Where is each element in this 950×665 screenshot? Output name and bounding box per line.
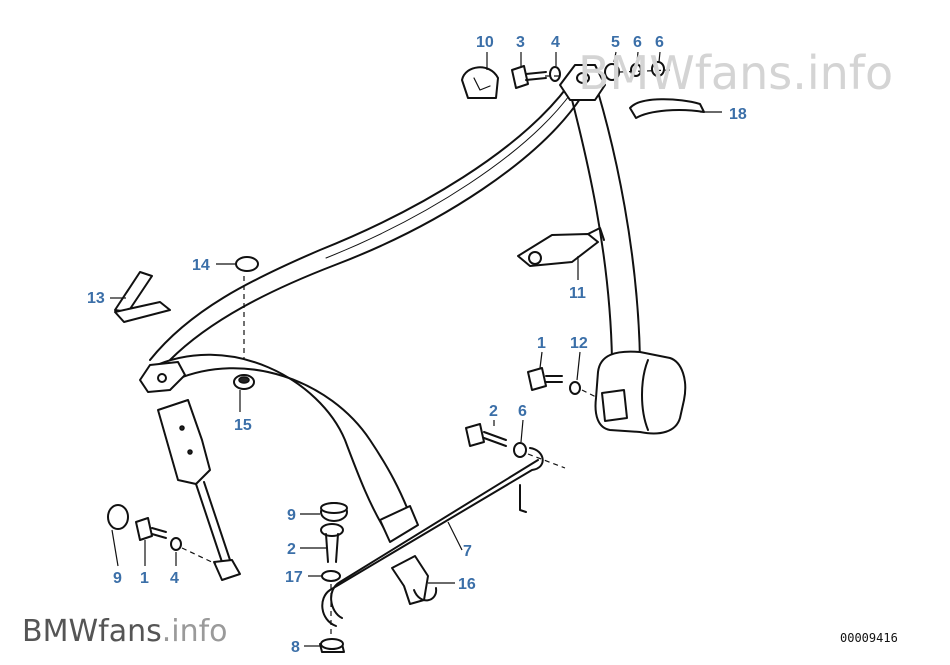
- part-12-washer: [569, 381, 581, 395]
- upper-belt-strap: [149, 85, 583, 361]
- buckle-axis: [181, 547, 217, 565]
- callout-11: 11: [569, 285, 586, 302]
- part-2-bolt-right: [465, 423, 507, 447]
- callout-18: 18: [729, 106, 747, 123]
- callout-13: 13: [87, 290, 105, 307]
- part-2-bolt-center: [320, 523, 344, 563]
- part-1-bolt-retractor: [527, 367, 563, 391]
- belt-guide-end: [139, 361, 186, 393]
- part-10-cover-cap: [461, 66, 499, 99]
- callout-7: 7: [463, 543, 472, 560]
- part-7-anchor-rail: [321, 447, 544, 627]
- lap-belt-strap: [149, 353, 419, 543]
- callout-17: 17: [285, 569, 303, 586]
- part-13-buckle-cover: [114, 271, 171, 323]
- part-5-spacer: [604, 63, 620, 81]
- callout-6-top-a: 6: [633, 34, 642, 51]
- belt-retractor: [594, 350, 687, 435]
- callout-4-top: 4: [551, 34, 560, 51]
- callout-6-top-b: 6: [655, 34, 664, 51]
- part-6-washer-top-a: [630, 63, 642, 77]
- part-11-height-adjuster: [517, 227, 605, 267]
- callout-6-right: 6: [518, 403, 527, 420]
- part-18-guide-cover: [629, 98, 705, 119]
- callout-10-top: 10: [476, 34, 494, 51]
- upper-anchor-bracket: [559, 64, 606, 101]
- part-9-cap-left: [107, 504, 129, 530]
- callout-16: 16: [458, 576, 476, 593]
- callout-9-center: 9: [287, 507, 296, 524]
- callout-14: 14: [192, 257, 210, 274]
- callout-5-top: 5: [611, 34, 620, 51]
- belt-buckle: [157, 399, 241, 581]
- part-1-bolt-left: [135, 517, 167, 541]
- callout-2-center: 2: [287, 541, 296, 558]
- part-16-clip: [391, 555, 438, 605]
- callout-1-left: 1: [140, 570, 149, 587]
- watermark-bottom: BMWfans.info: [22, 614, 228, 649]
- watermark-top: BMWfans.info: [578, 46, 894, 100]
- part-3-bolt: [511, 65, 547, 89]
- top-assembly-axis: [545, 69, 671, 77]
- part-8-nut: [319, 638, 345, 653]
- callout-12: 12: [570, 335, 588, 352]
- part-14-cap: [235, 256, 259, 272]
- rail-axis: [527, 453, 566, 469]
- callout-8: 8: [291, 639, 300, 656]
- part-15-grommet: [233, 374, 255, 390]
- part-4-washer-top: [549, 66, 561, 82]
- shoulder-belt-strap: [569, 91, 641, 361]
- watermark-suffix: .info: [161, 614, 228, 649]
- watermark-brand: BMWfans: [22, 614, 162, 649]
- diagram-number: 00009416: [840, 631, 898, 645]
- callout-3-top: 3: [516, 34, 525, 51]
- part-4-washer-left: [170, 537, 182, 551]
- leader-lines: [110, 51, 722, 647]
- callout-labels: 10 3 4 5 6 6 18 14 13 11 1 12 15 2 6 9 2…: [87, 34, 747, 656]
- callout-9-left: 9: [113, 570, 122, 587]
- part-6-nut-top-b: [651, 61, 665, 77]
- callout-1-retractor: 1: [537, 335, 546, 352]
- retractor-axis: [581, 389, 599, 399]
- callout-15: 15: [234, 417, 252, 434]
- callout-2-right: 2: [489, 403, 498, 420]
- part-17-washer: [321, 570, 341, 582]
- callout-4-left: 4: [170, 570, 179, 587]
- part-6-washer-right: [513, 442, 527, 458]
- part-9-cap-center: [320, 502, 348, 522]
